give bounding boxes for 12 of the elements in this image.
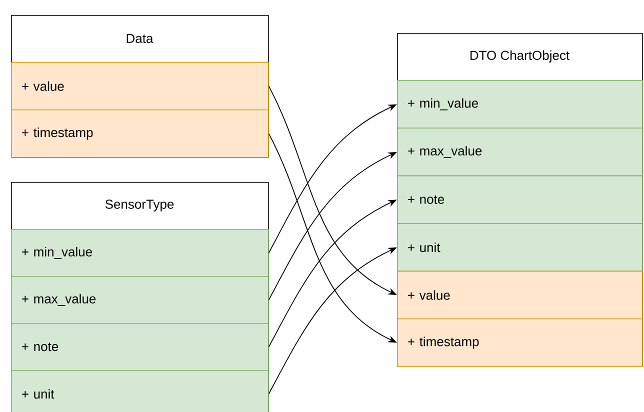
field-row: + min_value	[11, 229, 269, 277]
field-row: + unit	[11, 370, 269, 412]
field-row: + value	[397, 270, 643, 320]
field-row: + value	[11, 62, 269, 110]
field-row: + max_value	[397, 128, 643, 176]
field-row: + note	[397, 175, 643, 224]
field-row: + note	[11, 323, 269, 371]
field-row: + unit	[397, 223, 643, 272]
field-row: + min_value	[397, 80, 643, 128]
field-row: + max_value	[11, 276, 269, 324]
field-row: + timestamp	[11, 110, 269, 158]
field-row: + timestamp	[397, 318, 643, 367]
